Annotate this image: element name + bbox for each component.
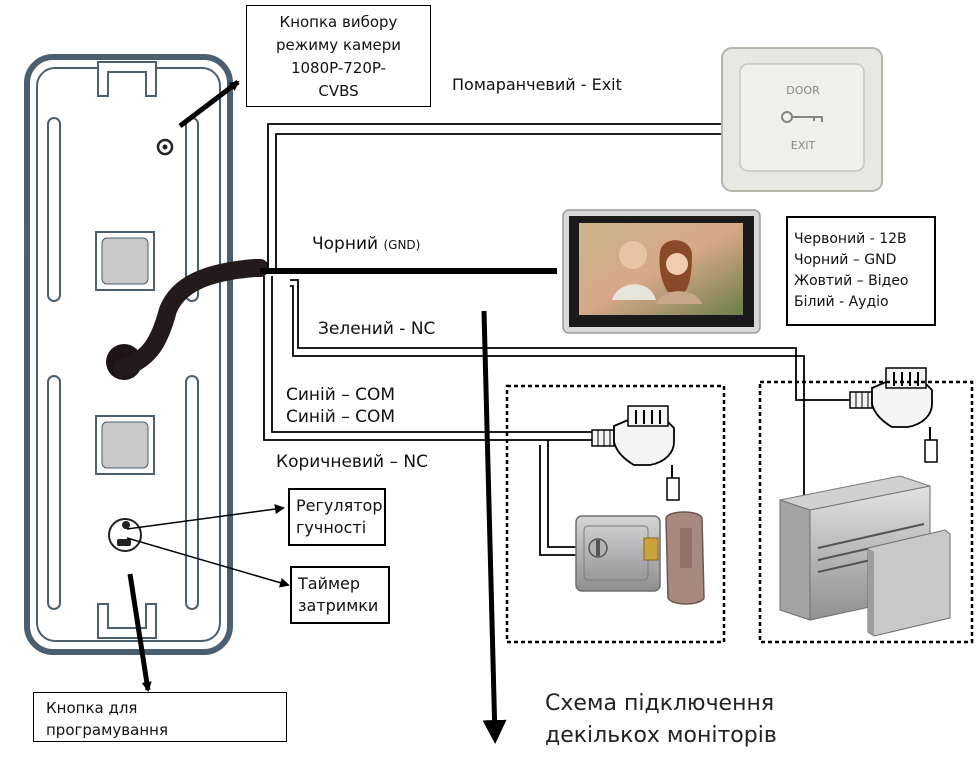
camera-mode-line-4: CVBS <box>318 82 359 100</box>
wires <box>263 123 850 556</box>
brown-nc-label: Коричневий – NC <box>276 452 428 472</box>
volume-regulator-box: Регулятор гучності <box>288 488 386 546</box>
exit-button-device: DOOR EXIT <box>721 47 883 192</box>
multi-monitor-line-1: Схема підключення <box>545 691 775 716</box>
video-monitor <box>562 209 761 334</box>
green-nc-label: Зелений - NC <box>318 319 436 339</box>
monitor-wire-black: Чорний – GND <box>794 252 897 268</box>
black-gnd-suffix: (GND) <box>383 238 421 252</box>
monitor-wires-box: Червоний - 12В Чорний – GND Жовтий – Від… <box>786 216 936 326</box>
volume-line-1: Регулятор <box>296 496 383 515</box>
monitor-wire-yellow: Жовтий – Відео <box>794 273 909 289</box>
camera-mode-line-2: режиму камери <box>275 36 402 54</box>
blue-com-labels: Синій – COM Синій – COM <box>286 384 395 428</box>
programming-button-box: Кнопка для програмування <box>33 692 287 742</box>
monitor-wire-white: Білий - Аудіо <box>794 294 889 310</box>
pot-circle <box>108 518 142 552</box>
electromechanical-lock <box>575 511 705 605</box>
outdoor-panel <box>24 54 233 655</box>
lock-power-supply <box>591 405 680 501</box>
orange-exit-label: Помаранчевий - Exit <box>452 75 622 94</box>
black-gnd-main: Чорний <box>312 234 379 254</box>
electromagnetic-lock <box>779 475 951 637</box>
camera-mode-line-1: Кнопка вибору <box>279 13 398 31</box>
camera-mode-line-3: 1080P-720P- <box>290 59 387 77</box>
volume-arrow <box>126 504 285 530</box>
maglock-dashed-box <box>758 380 974 644</box>
black-gnd-label: Чорний (GND) <box>312 234 420 254</box>
blue-com-label-1: Синій – COM <box>286 385 396 405</box>
volume-line-2: гучності <box>296 518 367 537</box>
multi-monitor-line-2: декількох моніторів <box>545 723 777 748</box>
programming-line-2: програмування <box>46 721 168 739</box>
delay-timer-box: Таймер затримки <box>290 566 390 624</box>
monitor-wire-red: Червоний - 12В <box>794 231 907 247</box>
exit-face-label: EXIT <box>791 139 816 152</box>
programming-arrow <box>127 573 152 692</box>
programming-line-1: Кнопка для <box>46 699 138 717</box>
multi-monitor-scheme-label: Схема підключення декількох моніторів <box>545 688 777 752</box>
blue-com-label-2: Синій – COM <box>286 407 396 427</box>
timer-line-1: Таймер <box>298 574 361 593</box>
timer-line-2: затримки <box>298 596 379 615</box>
door-face-label: DOOR <box>786 84 820 97</box>
camera-mode-button-box: Кнопка вибору режиму камери 1080P-720P- … <box>246 5 431 107</box>
camera-mode-arrow <box>178 80 240 128</box>
multi-monitor-arrow <box>481 310 507 744</box>
timer-arrow <box>126 537 290 588</box>
lock-dashed-box <box>505 384 726 644</box>
